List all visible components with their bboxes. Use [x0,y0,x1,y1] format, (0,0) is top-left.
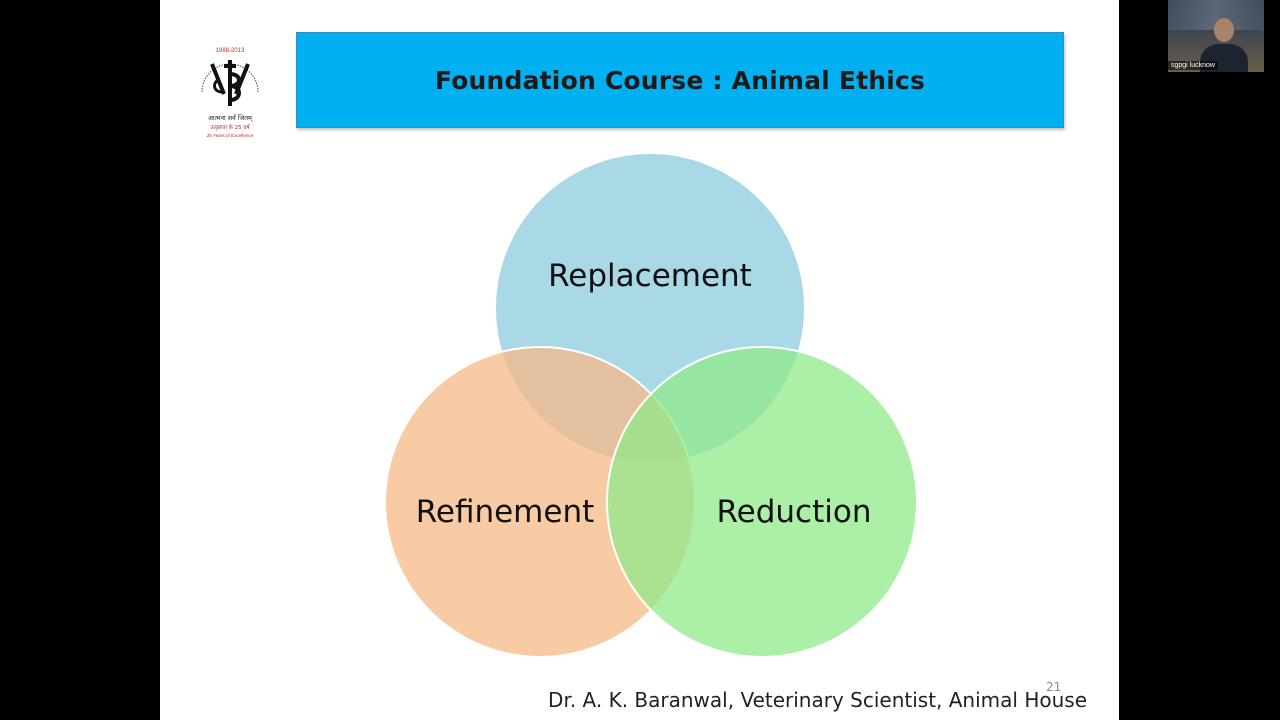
venn-circle-reduction [606,346,918,658]
participant-video-tile[interactable]: sgpgi lucknow [1168,0,1264,72]
participant-head [1214,18,1234,42]
venn-label-replacement: Replacement [548,258,752,294]
slide-footer: Dr. A. K. Baranwal, Veterinary Scientist… [548,688,1087,712]
logo-motto: आत्मना सर्वं जितम् [208,114,253,122]
venn-label-reduction: Reduction [717,494,872,530]
title-banner: Foundation Course : Animal Ethics [296,32,1064,128]
institute-logo: 1988-2013 आत्मना सर्वं जितम् उत्कृष्टता … [194,34,266,142]
venn-diagram: Replacement Refinement Reduction [384,152,918,658]
slide-title: Foundation Course : Animal Ethics [434,65,926,95]
institute-logo-emblem: 1988-2013 आत्मना सर्वं जितम् उत्कृष्टता … [201,48,259,138]
logo-subtitle: उत्कृष्टता के 25 वर्ष [210,124,250,131]
slide-number: 21 [1046,680,1062,694]
logo-caption: 25 Years of Excellence [207,133,254,138]
participant-name-tag: sgpgi lucknow [1168,61,1218,70]
venn-label-refinement: Refinement [416,494,595,530]
logo-years: 1988-2013 [216,48,245,54]
slide: 1988-2013 आत्मना सर्वं जितम् उत्कृष्टता … [160,0,1119,720]
